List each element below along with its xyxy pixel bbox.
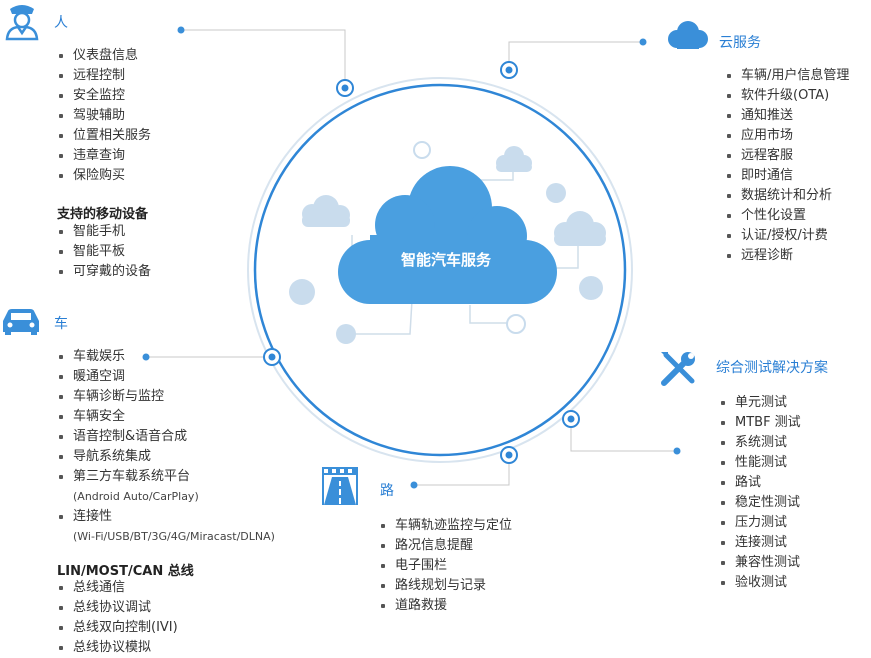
driver-icon [5,5,39,41]
testing-title: 综合测试解决方案 [716,360,828,376]
platform-note: (Android Auto/CarPlay) [73,490,199,503]
list-item: 车辆安全 [57,407,275,427]
list-item: 性能测试 [719,453,801,473]
list-item: 导航系统集成 [57,447,275,467]
small-cloud-left [302,195,350,227]
list-item: 仪表盘信息 [57,46,151,66]
car-list: 车载娱乐 暖通空调 车辆诊断与监控 车辆安全 语音控制&语音合成 导航系统集成 … [57,347,275,547]
road-icon [322,467,358,505]
list-item: 路况信息提醒 [379,536,512,556]
list-item: 连接测试 [719,533,801,553]
bus-list: 总线通信 总线协议调试 总线双向控制(IVI) 总线协议模拟 [57,578,178,658]
ring-node-car [263,348,281,366]
connector-dot-road [410,481,418,489]
list-item: 远程客服 [725,146,849,166]
connector-dot-cloud [639,38,647,46]
list-item: 稳定性测试 [719,493,801,513]
list-item: 个性化设置 [725,206,849,226]
list-item: 保险购买 [57,166,151,186]
connector-person [181,29,346,88]
connector-cloud [508,41,643,70]
road-title: 路 [380,483,394,499]
list-item: 认证/授权/计费 [725,226,849,246]
person-title: 人 [54,15,68,31]
list-item: MTBF 测试 [719,413,801,433]
list-item: 电子围栏 [379,556,512,576]
list-item: 单元测试 [719,393,801,413]
list-item: 通知推送 [725,106,849,126]
list-item: 路试 [719,473,801,493]
cloud-icon [668,21,708,49]
list-item: 总线协议模拟 [57,638,178,658]
ring-node-road [500,446,518,464]
list-item: 车辆/用户信息管理 [725,66,849,86]
list-item: 位置相关服务 [57,126,151,146]
list-item: 智能手机 [57,222,151,242]
small-cloud-right [554,211,606,246]
list-item: 远程诊断 [725,246,849,266]
road-list: 车辆轨迹监控与定位 路况信息提醒 电子围栏 路线规划与记录 道路救援 [379,516,512,616]
list-item: 语音控制&语音合成 [57,427,275,447]
cloud-list: 车辆/用户信息管理 软件升级(OTA) 通知推送 应用市场 远程客服 即时通信 … [725,66,849,266]
list-item: 暖通空调 [57,367,275,387]
tools-icon [661,352,695,386]
list-item: 压力测试 [719,513,801,533]
small-cloud-top [496,146,532,172]
ring-node-cloud [500,61,518,79]
list-item: 违章查询 [57,146,151,166]
list-item: 安全监控 [57,86,151,106]
list-item: 驾驶辅助 [57,106,151,126]
list-item: 总线双向控制(IVI) [57,618,178,638]
main-cloud [338,166,557,304]
list-item: 总线通信 [57,578,178,598]
devices-list: 智能手机 智能平板 可穿戴的设备 [57,222,151,282]
center-label: 智能汽车服务 [401,251,492,269]
list-item: 智能平板 [57,242,151,262]
list-item: 软件升级(OTA) [725,86,849,106]
connector-road [414,455,510,486]
list-item: 远程控制 [57,66,151,86]
connectivity-note: (Wi-Fi/USB/BT/3G/4G/Miracast/DLNA) [73,530,275,543]
list-item: 连接性 [57,507,275,527]
car-icon [3,309,39,335]
ring-node-testing [562,410,580,428]
connector-dot-car [142,353,150,361]
list-item: 即时通信 [725,166,849,186]
main-ring [253,83,627,457]
ring-node-person [336,79,354,97]
list-item: 数据统计和分析 [725,186,849,206]
devices-title: 支持的移动设备 [57,207,149,222]
connector-testing [570,419,677,452]
list-item: 路线规划与记录 [379,576,512,596]
connector-dot-person [177,26,185,34]
cloud-title: 云服务 [719,35,761,51]
testing-list: 单元测试 MTBF 测试 系统测试 性能测试 路试 稳定性测试 压力测试 连接测… [719,393,801,593]
outer-halo-ring [247,77,633,463]
list-item: 总线协议调试 [57,598,178,618]
list-item: 车辆诊断与监控 [57,387,275,407]
car-title: 车 [54,316,68,332]
list-item: 系统测试 [719,433,801,453]
bus-title: LIN/MOST/CAN 总线 [57,564,194,579]
list-item: 应用市场 [725,126,849,146]
list-item: 第三方车载系统平台 [57,467,275,487]
list-item: 车载娱乐 [57,347,275,367]
list-item: 验收测试 [719,573,801,593]
person-list: 仪表盘信息 远程控制 安全监控 驾驶辅助 位置相关服务 违章查询 保险购买 [57,46,151,186]
connector-dot-testing [673,447,681,455]
list-item: 兼容性测试 [719,553,801,573]
list-item: 道路救援 [379,596,512,616]
list-item: 可穿戴的设备 [57,262,151,282]
decor-bubbles [289,141,603,344]
list-item: 车辆轨迹监控与定位 [379,516,512,536]
